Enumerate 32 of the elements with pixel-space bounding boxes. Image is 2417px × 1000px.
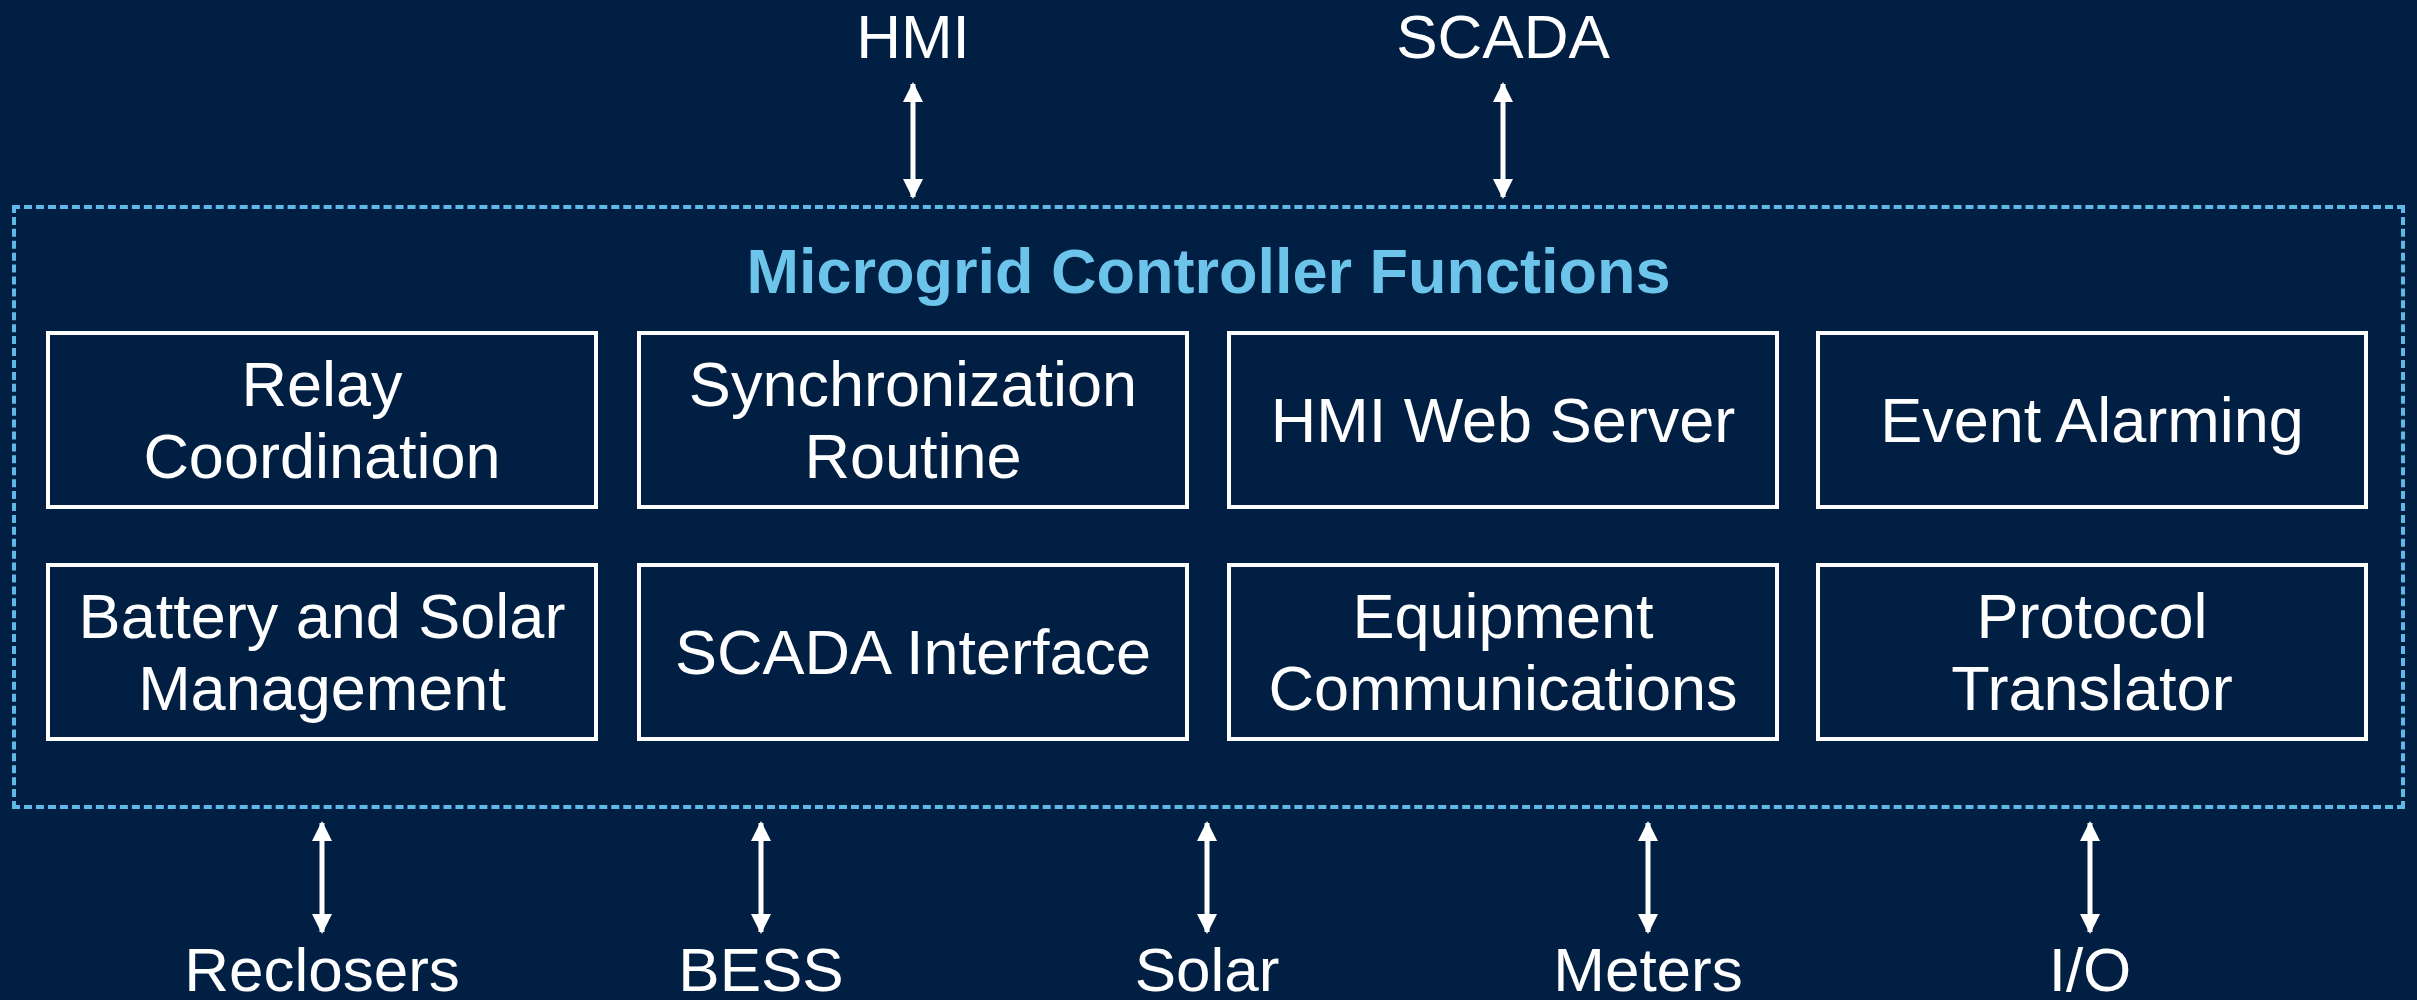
double-arrow <box>903 82 923 199</box>
double-arrow <box>1638 821 1658 934</box>
double-arrow <box>312 821 332 934</box>
function-label: SCADA Interface <box>674 615 1152 689</box>
function-box <box>637 331 1189 509</box>
function-box <box>637 563 1189 741</box>
function-label: Synchronization Routine <box>687 347 1139 493</box>
dashed-group-box <box>12 205 2405 809</box>
function-box <box>1816 563 2368 741</box>
system-label: Meters <box>1553 939 1743 1000</box>
function-box <box>46 331 598 509</box>
function-label: Equipment Communications <box>1267 579 1739 725</box>
function-label: Event Alarming <box>1880 383 2304 457</box>
function-box <box>1227 563 1779 741</box>
group-title: Microgrid Controller Functions <box>745 235 1672 307</box>
double-arrow <box>2080 821 2100 934</box>
double-arrow <box>1197 821 1217 934</box>
function-label: Protocol Translator <box>1950 579 2234 725</box>
function-label: Battery and Solar Management <box>77 579 567 725</box>
function-label: Relay Coordination <box>142 347 502 493</box>
system-label: I/O <box>2048 939 2132 1000</box>
function-box <box>46 563 598 741</box>
double-arrow <box>1493 82 1513 199</box>
system-label: SCADA <box>1396 6 1610 68</box>
system-label: Solar <box>1134 939 1280 1000</box>
system-label: Reclosers <box>184 939 460 1000</box>
function-label: HMI Web Server <box>1270 383 1736 457</box>
system-label: HMI <box>856 6 970 68</box>
system-label: BESS <box>678 939 844 1000</box>
function-box <box>1227 331 1779 509</box>
function-box <box>1816 331 2368 509</box>
double-arrow <box>751 821 771 934</box>
